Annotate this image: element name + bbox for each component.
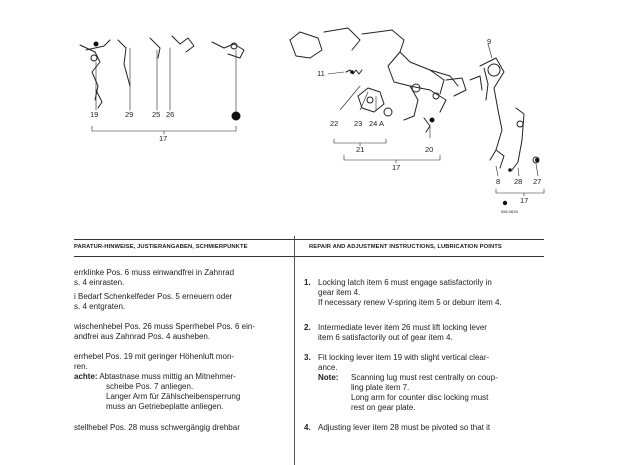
item-number: 3. [304,353,311,362]
callout-29: 29 [125,110,134,119]
german-section-title: PARATUR-HINWEISE, JUSTIERANGABEN, SCHMIE… [74,244,248,250]
de-note-label: achte: [74,372,98,381]
item-number: 1. [304,278,311,287]
english-section-title: REPAIR AND ADJUSTMENT INSTRUCTIONS, LUBR… [309,244,502,250]
column-divider [294,236,295,465]
de-line: i Bedarf Schenkelfeder Pos. 5 erneuern o… [74,292,233,301]
callout-17-left: 17 [159,134,168,143]
en-line: If necessary renew V-spring item 5 or de… [318,298,502,307]
callout-27: 27 [533,177,542,186]
en-line: Long arm for counter disc locking must [351,393,489,402]
en-note-line: Note: Scanning lug must rest centrally on… [304,373,498,383]
de-line: wischenhebel Pos. 26 muss Sperrhebel Pos… [74,322,255,331]
callout-19: 19 [90,110,99,119]
callout-20: 20 [425,145,434,154]
en-text: Fit locking lever item 19 with slight ve… [318,353,490,362]
de-line: ren. [74,362,88,371]
en-line: rest on gear plate. [351,403,416,412]
exploded-parts-diagram [79,27,545,206]
callout-25: 25 [152,110,161,119]
de-line: Langer Arm für Zählscheibensperrung [106,392,241,401]
callout-24a: 24 A [369,119,385,128]
en-text: Adjusting lever item 28 must be pivoted … [318,423,491,432]
callout-21: 21 [356,145,365,154]
en-item-1-line: 1. Locking latch item 6 must engage satis… [304,278,492,288]
de-line: errhebel Pos. 19 mit geringer Höhenluft … [74,352,235,361]
header-bottom-rule [74,256,544,257]
header-top-rule [74,239,544,240]
callout-17-center: 17 [392,163,401,172]
callout-8: 8 [496,177,501,186]
de-note-text: Abtastnase muss mittig an Mitnehmer- [99,372,236,381]
de-line: errklinke Pos. 6 muss einwandfrei in Zah… [74,268,235,277]
figure-code: 556.0628 [501,209,518,214]
callout-28: 28 [514,177,523,186]
en-text: Scanning lug must rest centrally on coup… [351,373,498,382]
de-line: muss an Getriebeplatte anliegen. [106,402,224,411]
callout-11: 11 [317,69,325,78]
callout-26: 26 [166,110,175,119]
en-item-2-line: 2. Intermediate lever item 26 must lift l… [304,323,487,333]
item-number: 4. [304,423,311,432]
en-item-3-line: 3. Fit locking lever item 19 with slight … [304,353,489,363]
callout-9: 9 [487,37,492,46]
callout-17-right: 17 [520,196,529,205]
en-line: ance. [318,363,338,372]
en-text: Intermediate lever item 26 must lift loc… [318,323,487,332]
en-line: gear item 4. [318,288,361,297]
en-text: Locking latch item 6 must engage satisfa… [318,278,492,287]
callout-22: 22 [330,119,339,128]
en-line: ling plate item 7. [351,383,410,392]
de-note-line: achte: Abtastnase muss mittig an Mitnehm… [74,372,236,382]
callout-23: 23 [354,119,363,128]
de-line: andfrei aus Zahnrad Pos. 4 ausheben. [74,332,211,341]
en-note-label: Note: [318,373,339,382]
de-line: scheibe Pos. 7 anliegen. [106,382,194,391]
item-number: 2. [304,323,311,332]
de-line: s. 4 einrasten. [74,278,125,287]
de-line: stellhebel Pos. 28 muss schwergängig dre… [74,423,240,432]
de-line: s. 4 entgraten. [74,302,126,311]
en-line: item 6 satisfactorily out of gear item 4… [318,333,453,342]
en-item-4-line: 4. Adjusting lever item 28 must be pivote… [304,423,490,433]
